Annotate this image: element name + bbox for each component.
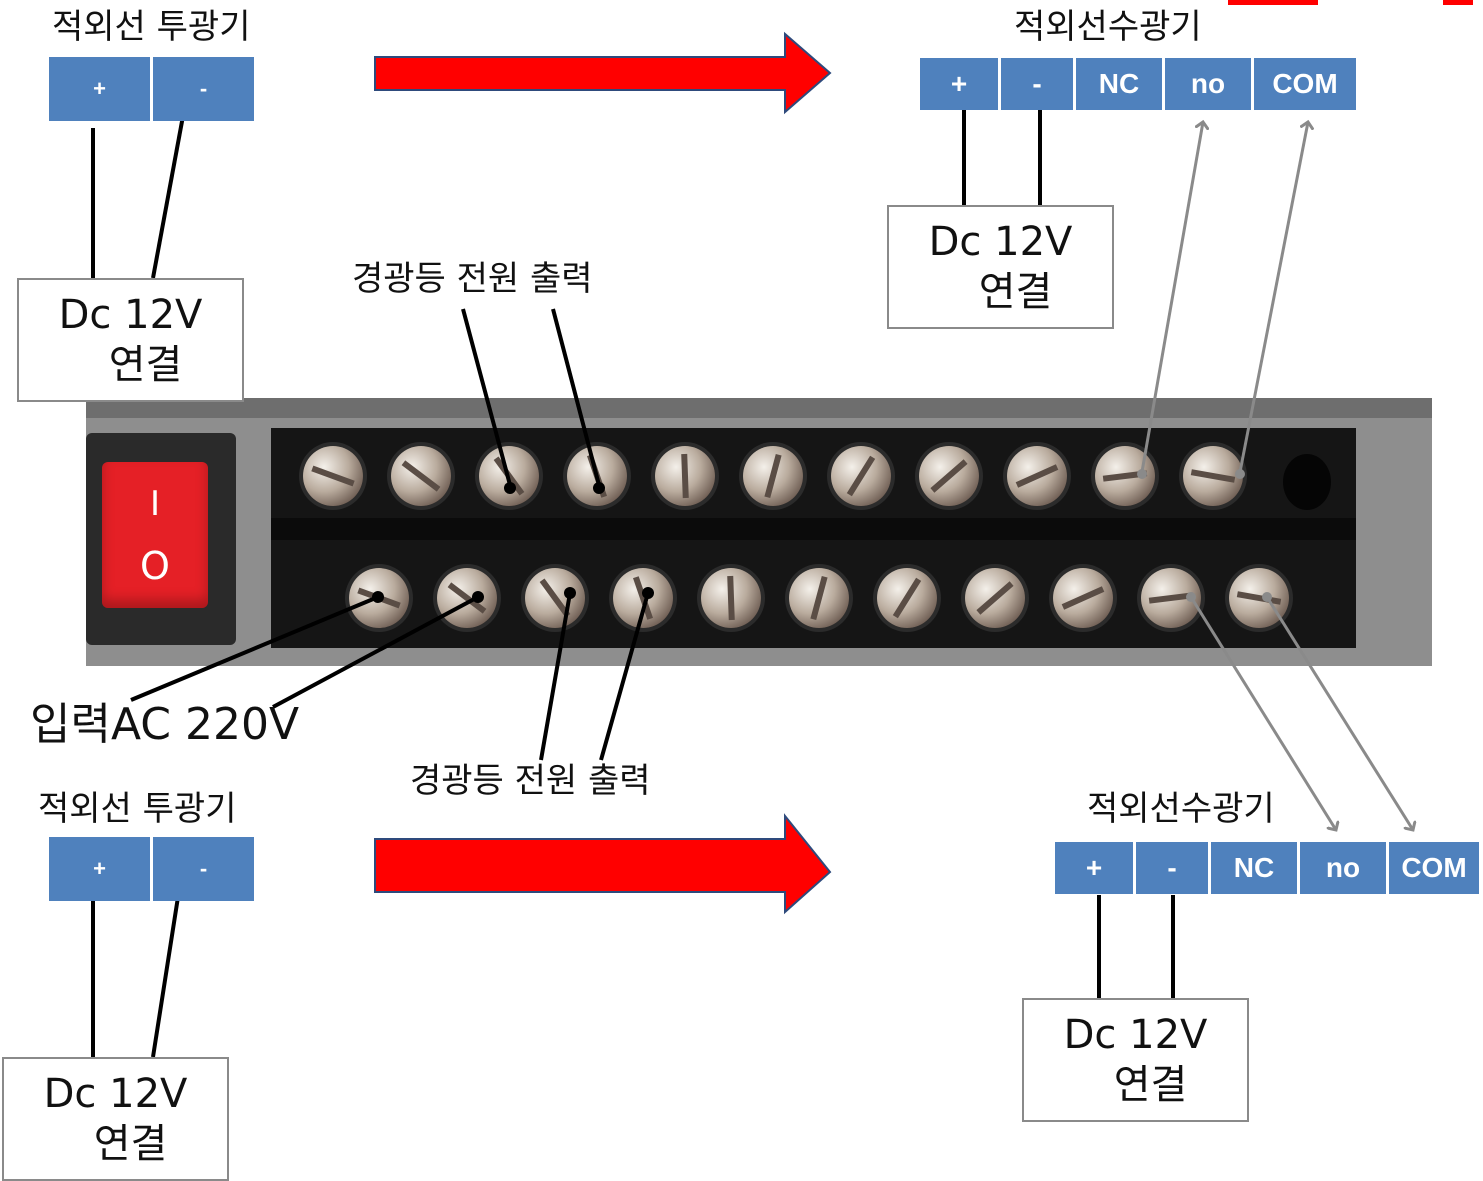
switch-off-mark: O bbox=[140, 544, 170, 588]
link-bottom-com bbox=[1265, 596, 1413, 830]
tr-terminal-com: COM bbox=[1254, 58, 1356, 110]
br-title: 적외선수광기 bbox=[1087, 789, 1275, 829]
top-screw-1 bbox=[303, 446, 363, 506]
device-top-strip bbox=[86, 398, 1432, 418]
bottom-screw-3 bbox=[525, 568, 585, 628]
empty-terminal-hole bbox=[1283, 454, 1331, 510]
pointer-ac-1 bbox=[130, 595, 379, 702]
link-bottom-no bbox=[1189, 596, 1336, 830]
lamp-output-label-top: 경광등 전원 출력 bbox=[352, 259, 593, 299]
link-top-no bbox=[1140, 122, 1203, 473]
tr-box-line2: 연결 bbox=[978, 269, 1053, 315]
tr-title: 적외선수광기 bbox=[1014, 7, 1202, 47]
bl-terminal-plus: + bbox=[49, 837, 150, 901]
pointer-lamp-bottom-2 bbox=[599, 592, 650, 761]
tl-terminal-minus: - bbox=[153, 57, 254, 121]
tr-cut-red-fragment bbox=[1228, 0, 1483, 8]
bl-terminals: + - bbox=[49, 837, 254, 901]
bottom-screw-7 bbox=[877, 568, 937, 628]
tr-terminal-no: no bbox=[1165, 58, 1251, 110]
terminal-row-divider bbox=[271, 518, 1356, 540]
lamp-output-label-bottom: 경광등 전원 출력 bbox=[410, 761, 651, 801]
tr-box-line1: Dc 12V bbox=[928, 219, 1073, 265]
wire-tl-minus bbox=[151, 115, 185, 279]
bl-title: 적외선 투광기 bbox=[38, 789, 237, 829]
bottom-screw-6 bbox=[789, 568, 849, 628]
red-arrow-top bbox=[374, 31, 832, 115]
tl-terminal-plus: + bbox=[49, 57, 150, 121]
top-screw-9 bbox=[1007, 446, 1067, 506]
bl-box-line2: 연결 bbox=[93, 1121, 168, 1167]
bottom-screw-5 bbox=[701, 568, 761, 628]
bottom-screw-9 bbox=[1053, 568, 1113, 628]
br-terminal-plus: + bbox=[1055, 842, 1133, 894]
tr-terminal-nc: NC bbox=[1076, 58, 1162, 110]
top-screw-8 bbox=[919, 446, 979, 506]
tl-terminals: + - bbox=[49, 57, 254, 121]
br-box-line1: Dc 12V bbox=[1063, 1012, 1208, 1058]
pointer-lamp-bottom-1 bbox=[539, 592, 572, 761]
tr-power-box: Dc 12V 연결 bbox=[887, 205, 1114, 329]
pointer-lamp-top-2 bbox=[551, 308, 601, 486]
bottom-screw-2 bbox=[437, 568, 497, 628]
tl-box-line2: 연결 bbox=[108, 342, 183, 388]
tl-power-box: Dc 12V 연결 bbox=[17, 278, 244, 402]
br-box-line2: 연결 bbox=[1113, 1062, 1188, 1108]
tl-box-line1: Dc 12V bbox=[58, 292, 203, 338]
br-terminal-no: no bbox=[1300, 842, 1386, 894]
top-screw-11 bbox=[1183, 446, 1243, 506]
top-screw-2 bbox=[391, 446, 451, 506]
bl-terminal-minus: - bbox=[153, 837, 254, 901]
tr-terminal-minus: - bbox=[1001, 58, 1073, 110]
power-switch[interactable]: I O bbox=[102, 462, 208, 608]
bl-box-line1: Dc 12V bbox=[43, 1071, 188, 1117]
top-screw-7 bbox=[831, 446, 891, 506]
tr-terminals: + - NC no COM bbox=[920, 58, 1356, 110]
pointer-lamp-top-1 bbox=[461, 308, 512, 486]
top-screw-6 bbox=[743, 446, 803, 506]
br-terminal-nc: NC bbox=[1211, 842, 1297, 894]
pointer-ac-2 bbox=[272, 595, 479, 709]
br-power-box: Dc 12V 연결 bbox=[1022, 998, 1249, 1122]
link-top-com bbox=[1238, 122, 1308, 473]
br-terminal-com: COM bbox=[1389, 842, 1479, 894]
switch-on-mark: I bbox=[149, 484, 161, 524]
tl-title: 적외선 투광기 bbox=[52, 7, 251, 47]
br-terminals: + - NC no COM bbox=[1055, 842, 1479, 894]
ac-input-label: 입력AC 220V bbox=[30, 699, 300, 750]
bottom-screw-8 bbox=[965, 568, 1025, 628]
red-arrow-bottom bbox=[374, 813, 832, 915]
bl-power-box: Dc 12V 연결 bbox=[2, 1057, 229, 1181]
top-screw-5 bbox=[655, 446, 715, 506]
br-terminal-minus: - bbox=[1136, 842, 1208, 894]
tr-terminal-plus: + bbox=[920, 58, 998, 110]
